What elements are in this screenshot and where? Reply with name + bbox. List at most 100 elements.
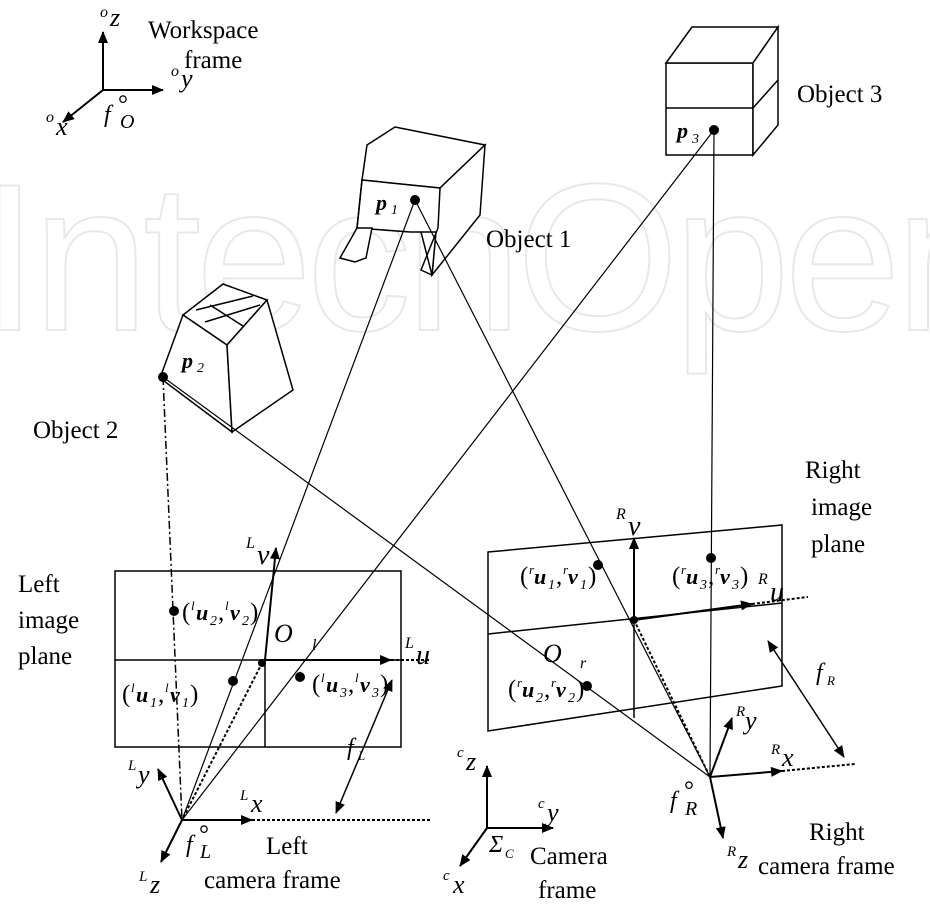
camera-y-label: y xyxy=(544,798,559,827)
left-pt3-v-sup: l xyxy=(355,670,359,685)
left-pt1-v-sub: 1 xyxy=(182,696,189,711)
right-u-axis-extension xyxy=(751,596,809,605)
left-cam-origin-f: f xyxy=(186,832,196,858)
left-origin-sub: l xyxy=(312,637,317,654)
camera-sigma-sub: C xyxy=(505,846,514,861)
right-pt1-close: ) xyxy=(588,563,596,590)
camera-y-sup: c xyxy=(538,796,545,812)
right-v-label: v xyxy=(628,511,641,542)
left-pt3-v-sub: 3 xyxy=(371,686,379,701)
right-pt3-label: ( r u 3 , r v 3 ) xyxy=(672,562,748,593)
left-pt3-u: u xyxy=(326,672,338,697)
right-pt2-v: v xyxy=(556,677,566,702)
left-focal-sub: L xyxy=(357,748,365,763)
object1-point-label: p xyxy=(374,190,387,215)
left-cam-y-sup: L xyxy=(127,758,136,774)
workspace-frame xyxy=(62,31,164,123)
right-pt2-v-sup: r xyxy=(551,675,557,690)
left-pt3-u-sub: 3 xyxy=(339,686,347,701)
left-pt2-v-sub: 2 xyxy=(242,614,249,629)
right-cam-y-axis xyxy=(709,717,733,778)
left-u-label: u xyxy=(416,640,430,671)
camera-frame xyxy=(459,765,554,867)
left-cam-z-axis xyxy=(160,819,183,863)
object-2 xyxy=(159,283,294,434)
right-pt1-open: ( xyxy=(520,563,528,590)
left-cam-z-sup: L xyxy=(138,869,147,885)
ray-p2-left xyxy=(162,376,183,821)
left-pt1-u: u xyxy=(136,682,148,707)
right-cam-z-sup: R xyxy=(726,844,736,860)
camera-sigma: Σ xyxy=(488,832,503,858)
object2-side-face xyxy=(226,298,294,434)
right-proj-p3 xyxy=(706,553,716,563)
left-pt1-u-sup: l xyxy=(131,680,135,695)
right-plane-label-line2: image xyxy=(811,494,872,521)
object3-point-p3 xyxy=(709,125,719,135)
left-focal-label: f xyxy=(347,735,357,761)
camera-z-sup: c xyxy=(457,745,464,761)
camera-frame-label-line2: frame xyxy=(538,877,596,904)
right-origin-label: O xyxy=(543,639,562,668)
left-pt2-comma: , xyxy=(218,599,224,626)
left-camera-label-line2: camera frame xyxy=(204,867,341,894)
right-pt2-u-sup: r xyxy=(517,675,523,690)
object-1 xyxy=(338,126,487,278)
left-camera-frame xyxy=(157,768,430,863)
right-pt3-close: ) xyxy=(740,563,748,590)
right-pt2-v-sub: 2 xyxy=(568,691,575,706)
left-pt2-u-sup: l xyxy=(191,598,195,613)
left-cam-x-label: x xyxy=(250,789,263,818)
workspace-origin-sub: O xyxy=(120,111,134,133)
camera-x-sup: c xyxy=(443,868,450,884)
workspace-x-axis xyxy=(62,89,104,123)
right-pt3-v-sub: 3 xyxy=(731,578,739,593)
right-pt3-v-sup: r xyxy=(715,562,721,577)
object1-point-p1 xyxy=(410,195,420,205)
right-pt1-v: v xyxy=(568,564,578,589)
right-cam-x-sup: R xyxy=(770,742,780,758)
left-pt2-v: v xyxy=(230,600,240,625)
workspace-origin-f: f xyxy=(104,102,114,128)
right-cam-x-axis xyxy=(709,766,783,778)
object3-side-face xyxy=(752,24,779,158)
right-pt3-v: v xyxy=(720,564,730,589)
right-proj-p2 xyxy=(582,681,592,691)
right-pt1-label: ( r u 1 , r v 1 ) xyxy=(520,562,596,593)
right-origin-sub: r xyxy=(580,655,587,672)
left-pt1-v-sup: l xyxy=(165,680,169,695)
left-plane-label-line2: image xyxy=(18,607,79,634)
left-pt2-u: u xyxy=(196,600,208,625)
left-plane-label-line3: plane xyxy=(18,643,72,670)
camera-z-label: z xyxy=(465,747,476,776)
object1-label: Object 1 xyxy=(486,226,571,253)
left-pt1-open: ( xyxy=(122,681,130,708)
right-pt1-comma: , xyxy=(556,563,562,590)
right-cam-origin-sub: R xyxy=(684,798,697,820)
right-pt3-u-sub: 3 xyxy=(699,578,707,593)
workspace-y-label: y xyxy=(178,64,193,93)
right-pt1-u-sub: 1 xyxy=(548,578,555,593)
right-focal-sub: R xyxy=(826,673,835,688)
object1-point-sub: 1 xyxy=(391,203,398,218)
ray-p2-right xyxy=(162,376,711,778)
left-pt3-open: ( xyxy=(312,671,320,698)
workspace-title-line1: Workspace xyxy=(148,17,258,44)
right-cam-z-axis xyxy=(709,776,726,839)
right-focal-label: f xyxy=(816,660,826,686)
right-pt2-open: ( xyxy=(508,676,516,703)
left-u-sup: L xyxy=(404,635,414,652)
right-cam-origin-f: f xyxy=(670,788,680,814)
left-pt2-v-sup: l xyxy=(225,598,229,613)
right-plane-label-line3: plane xyxy=(811,531,865,558)
left-pt2-close: ) xyxy=(250,599,258,626)
left-pt1-v: v xyxy=(170,682,180,707)
projection-rays xyxy=(162,129,715,821)
left-plane-label-line1: Left xyxy=(18,571,60,598)
right-pt1-u: u xyxy=(534,564,546,589)
left-v-label: v xyxy=(257,540,270,571)
workspace-origin-circle: ° xyxy=(118,91,128,118)
left-pt1-close: ) xyxy=(190,681,198,708)
